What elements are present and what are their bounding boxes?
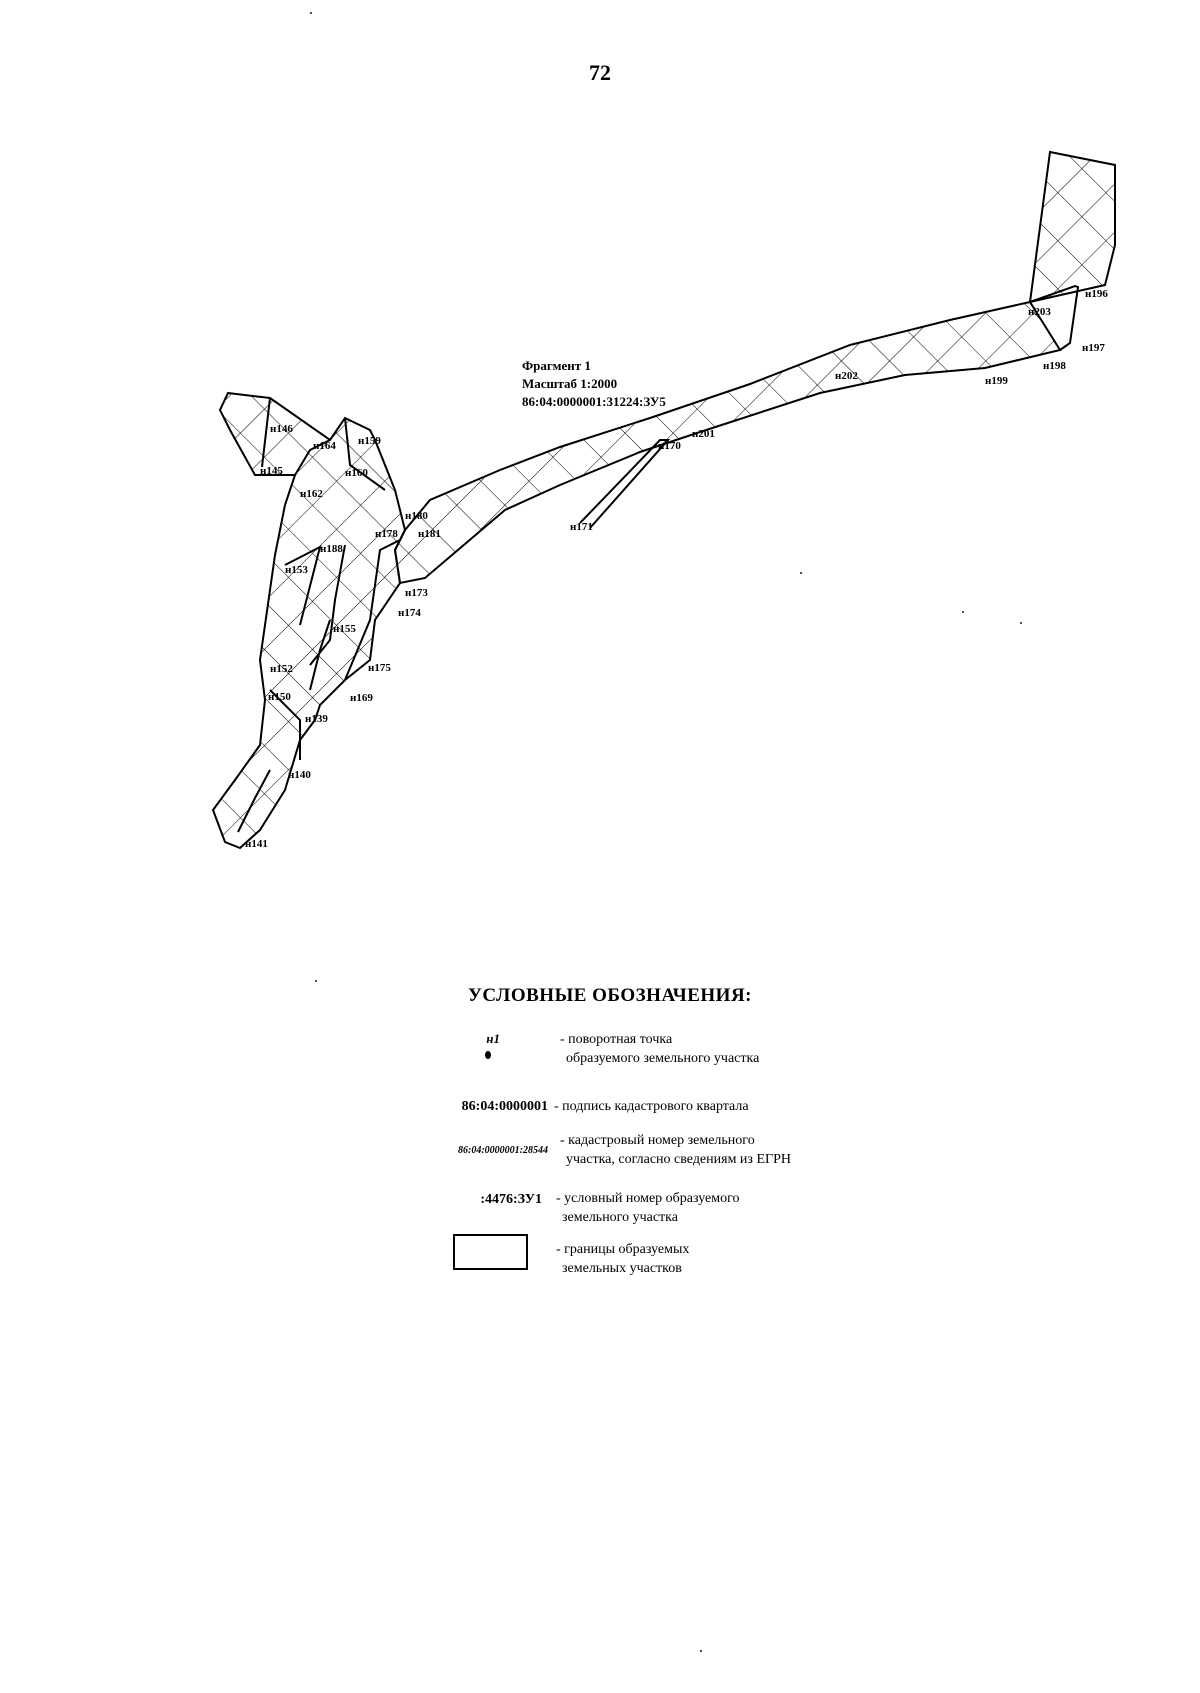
point-label: н181 bbox=[418, 528, 441, 540]
point-label: н178 bbox=[375, 528, 398, 540]
point-label: н170 bbox=[658, 440, 681, 452]
scan-speck bbox=[700, 1650, 702, 1652]
scan-speck bbox=[310, 12, 312, 14]
legend-title: УСЛОВНЫЕ ОБОЗНАЧЕНИЯ: bbox=[467, 985, 752, 1006]
boundary-line bbox=[1029, 284, 1080, 351]
point-label: н203 bbox=[1028, 306, 1051, 318]
point-label: н199 bbox=[985, 375, 1008, 387]
parcel-top-right bbox=[1028, 150, 1116, 304]
legend-text: - кадастровый номер земельного участка, … bbox=[560, 1131, 791, 1169]
point-label: н173 bbox=[405, 587, 428, 599]
point-label: н145 bbox=[260, 465, 283, 477]
point-label: н202 bbox=[835, 370, 858, 382]
point-label: н140 bbox=[288, 769, 311, 781]
inner-boundaries bbox=[237, 397, 671, 833]
point-label: н152 bbox=[270, 663, 293, 675]
point-label: н150 bbox=[268, 691, 291, 703]
legend-text-line: - поворотная точка bbox=[560, 1032, 673, 1047]
scan-speck bbox=[1020, 622, 1022, 624]
legend-text: - подпись кадастрового квартала bbox=[554, 1097, 749, 1116]
point-label: н188 bbox=[320, 543, 343, 555]
legend-text-line: - подпись кадастрового квартала bbox=[554, 1099, 749, 1114]
legend-text-line: образуемого земельного участка bbox=[566, 1051, 760, 1066]
legend-text-line: - условный номер образуемого bbox=[556, 1191, 740, 1206]
point-label: н164 bbox=[313, 440, 336, 452]
fragment-scale: Масштаб 1:2000 bbox=[522, 376, 618, 391]
point-marker-icon bbox=[485, 1051, 491, 1059]
point-label: н141 bbox=[245, 838, 268, 850]
legend-text: - границы образуемых земельных участков bbox=[556, 1240, 689, 1278]
point-label: н171 bbox=[570, 521, 593, 533]
scan-speck bbox=[962, 611, 964, 613]
legend-text-line: участка, согласно сведениям из ЕГРН bbox=[566, 1152, 791, 1167]
point-label: н196 bbox=[1085, 288, 1108, 300]
legend-symbol-point: н1 bbox=[486, 1031, 500, 1046]
point-label: н162 bbox=[300, 488, 323, 500]
legend-text-line: - границы образуемых bbox=[556, 1242, 690, 1257]
scan-speck bbox=[800, 572, 802, 574]
parcel-left-cluster bbox=[211, 391, 407, 850]
point-label: н180 bbox=[405, 510, 428, 522]
legend-text: - условный номер образуемого земельного … bbox=[556, 1189, 740, 1227]
legend-symbol-quarter: 86:04:0000001 bbox=[461, 1099, 548, 1114]
point-label: н174 bbox=[398, 607, 421, 619]
legend-text: - поворотная точка образуемого земельног… bbox=[560, 1030, 759, 1068]
point-label: н153 bbox=[285, 564, 308, 576]
legend-text-line: земельного участка bbox=[562, 1210, 678, 1225]
legend-symbol-parcel: 86:04:0000001:28544 bbox=[458, 1145, 548, 1156]
point-label: н139 bbox=[305, 713, 328, 725]
legend-text-line: земельных участков bbox=[562, 1261, 682, 1276]
legend-text-line: - кадастровый номер земельного bbox=[560, 1133, 755, 1148]
page-number: 72 bbox=[589, 60, 611, 85]
point-label: н169 bbox=[350, 692, 373, 704]
boundary-box-icon bbox=[453, 1234, 528, 1270]
point-label: н159 bbox=[358, 435, 381, 447]
fragment-parcel: 86:04:0000001:31224:ЗУ5 bbox=[522, 394, 666, 409]
point-label: н197 bbox=[1082, 342, 1105, 354]
point-label: н155 bbox=[333, 623, 356, 635]
fragment-title: Фрагмент 1 bbox=[522, 358, 591, 373]
point-label: н146 bbox=[270, 423, 293, 435]
parcel-corridor bbox=[393, 300, 1062, 585]
legend-symbol-conditional: :4476:ЗУ1 bbox=[480, 1192, 542, 1207]
point-label: н175 bbox=[368, 662, 391, 674]
point-label: н201 bbox=[692, 428, 715, 440]
point-label: н198 bbox=[1043, 360, 1066, 372]
scan-speck bbox=[315, 980, 317, 982]
fragment-info: Фрагмент 1 Масштаб 1:2000 86:04:0000001:… bbox=[522, 357, 666, 411]
point-label: н160 bbox=[345, 467, 368, 479]
